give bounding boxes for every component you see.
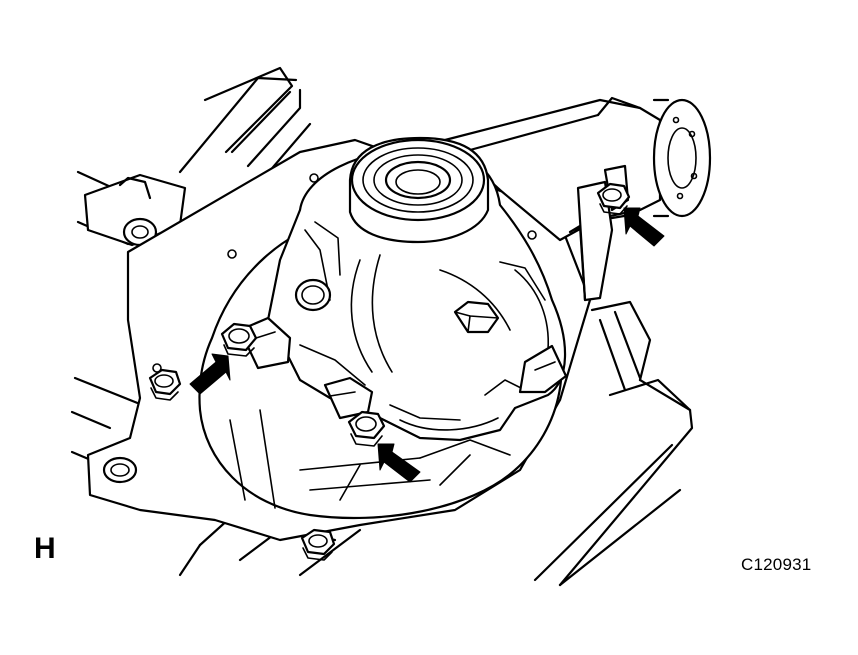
bolt-left — [220, 322, 258, 357]
figure-code: C120931 — [741, 555, 812, 574]
bolt-plate-left — [148, 368, 182, 401]
arrow-bottom-icon — [377, 443, 421, 483]
bolt-plate-bottom — [300, 528, 336, 561]
bolt-right — [596, 182, 631, 215]
arrow-right-icon — [623, 207, 665, 247]
bolt-bottom — [347, 410, 386, 447]
arrow-left-icon — [189, 353, 231, 395]
step-letter: H — [34, 532, 56, 565]
differential-carrier — [238, 136, 568, 442]
